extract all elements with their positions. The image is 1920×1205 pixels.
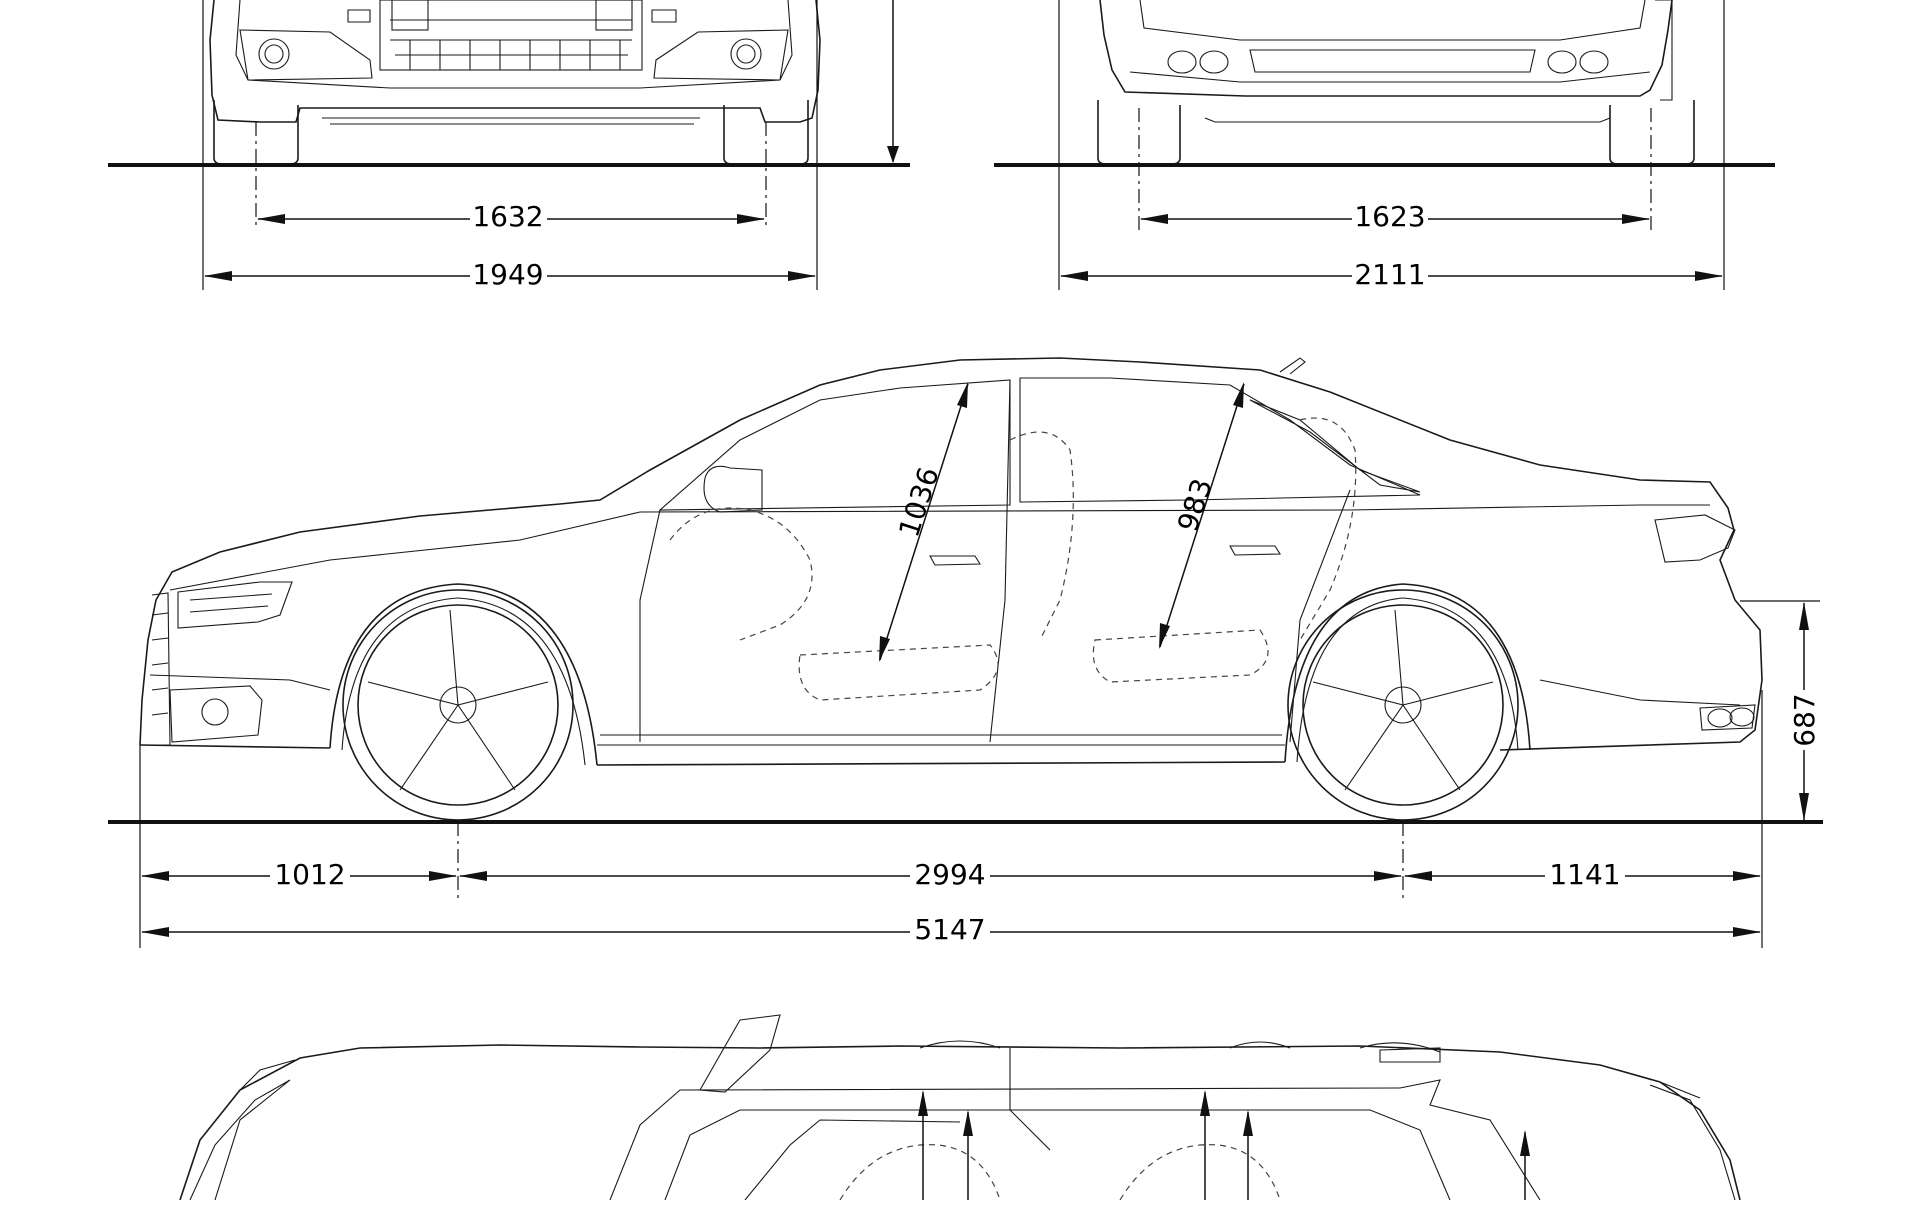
front-width-label: 1949 (472, 258, 543, 291)
side-dimensions: 1012 2994 1141 5147 (139, 690, 1763, 948)
sill-height-label: 687 (1788, 693, 1821, 746)
rear-dimensions: 1623 2111 (1058, 0, 1725, 291)
overall-length-label: 5147 (914, 913, 985, 946)
front-track-label: 1632 (472, 200, 543, 233)
side-view (139, 357, 1763, 821)
front-dimensions: 1632 1949 (202, 0, 818, 291)
rear-headroom-dimension: 983 (1159, 382, 1245, 649)
top-view (179, 1014, 1741, 1201)
rear-overhang-label: 1141 (1549, 858, 1620, 891)
rear-width-label: 2111 (1354, 258, 1425, 291)
front-view (209, 0, 821, 165)
front-headroom-dimension: 1036 (879, 382, 969, 662)
sill-height-dimension: 687 (1740, 600, 1821, 821)
front-headroom-label: 1036 (892, 463, 945, 541)
rear-headroom-label: 983 (1171, 475, 1219, 536)
wheelbase-label: 2994 (914, 858, 985, 891)
front-overhang-label: 1012 (274, 858, 345, 891)
rear-track-label: 1623 (1354, 200, 1425, 233)
rear-view (1097, 0, 1695, 165)
